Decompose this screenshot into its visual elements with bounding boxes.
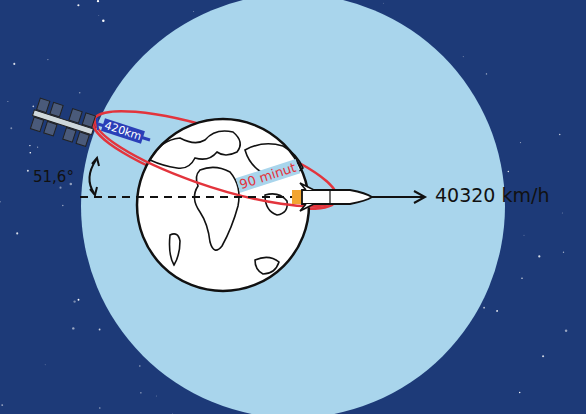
speed-label: 40320 km/h [435,186,549,205]
angle-label: 51,6° [33,170,74,185]
angle-arc [89,160,96,193]
velocity-arrow [372,196,424,198]
equator-line [80,196,300,198]
orbit-front [95,118,334,206]
velocity-arrowhead [414,191,425,203]
angle-arrowheads [90,158,99,195]
space-station [29,98,98,148]
atmosphere-circle [81,0,505,414]
altitude-tick [97,118,98,130]
rocket [292,183,372,211]
